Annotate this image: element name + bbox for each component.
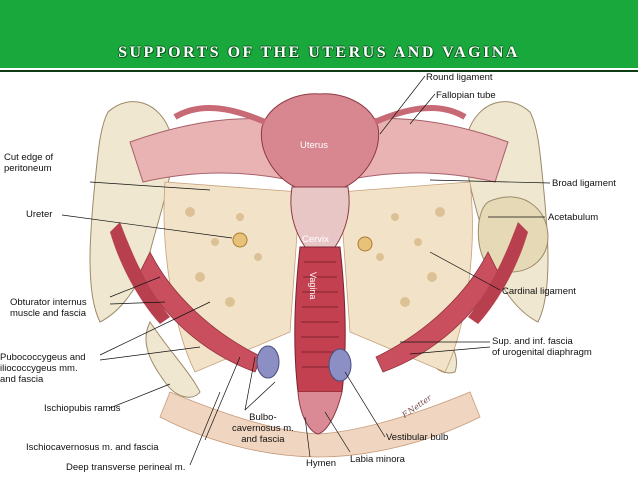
label-ureter: Ureter <box>26 209 53 220</box>
left-ischiopubic-bone <box>145 321 201 398</box>
vagina-rugae <box>301 261 339 368</box>
anatomy-diagram: Round ligament Fallopian tube Uterus Cut… <box>0 72 638 479</box>
label-broad-ligament: Broad ligament <box>552 178 616 189</box>
leader-lines <box>61 75 551 466</box>
label-deep-transverse-perineal: Deep transverse perineal m. <box>66 462 186 473</box>
label-acetabulum: Acetabulum <box>548 212 599 223</box>
label-vestibular-bulb: Vestibular bulb <box>386 432 449 443</box>
label-bulbocavernosus: Bulbo- cavernosus m. and fascia <box>232 412 294 445</box>
slide-title: SUPPORTS OF THE UTERUS AND VAGINA <box>118 44 520 61</box>
perineum <box>159 391 481 458</box>
left-obturator-muscle <box>110 222 170 324</box>
title-bar <box>0 0 638 68</box>
label-cut-edge-peritoneum: Cut edge of peritoneum <box>4 152 54 174</box>
label-cervix: Cervix <box>302 234 329 245</box>
label-cardinal-ligament: Cardinal ligament <box>502 286 576 297</box>
uterus-body <box>260 93 380 188</box>
label-labia-minora: Labia minora <box>350 454 405 465</box>
label-hymen: Hymen <box>306 458 337 469</box>
labia-minora-shape <box>297 391 343 435</box>
anatomy-illustration <box>61 75 551 466</box>
left-ureter <box>232 232 248 248</box>
fallopian-tube-left <box>173 104 267 125</box>
right-ureter <box>357 236 373 252</box>
label-pubococcygeus: Pubococcygeus and iliococcygeus mm. and … <box>0 352 86 385</box>
label-ischiopubic-ramus: Ischiopubis ramus <box>44 403 121 414</box>
label-fallopian-tube: Fallopian tube <box>436 90 496 101</box>
label-ischiocavernosus: Ischiocavernosus m. and fascia <box>26 442 159 453</box>
label-uterus: Uterus <box>300 140 328 151</box>
fat-lobules <box>185 207 445 307</box>
left-vestibular-bulb <box>256 345 280 379</box>
fallopian-tube-right <box>373 104 467 125</box>
title-divider <box>0 70 638 72</box>
label-obturator-internus: Obturator internus muscle and fascia <box>10 297 87 319</box>
label-vagina: Vagina <box>308 272 318 300</box>
right-obturator-muscle <box>468 222 528 324</box>
label-urogenital-fascia: Sup. and inf. fascia of urogenital diaph… <box>492 336 592 358</box>
label-round-ligament: Round ligament <box>426 72 493 83</box>
